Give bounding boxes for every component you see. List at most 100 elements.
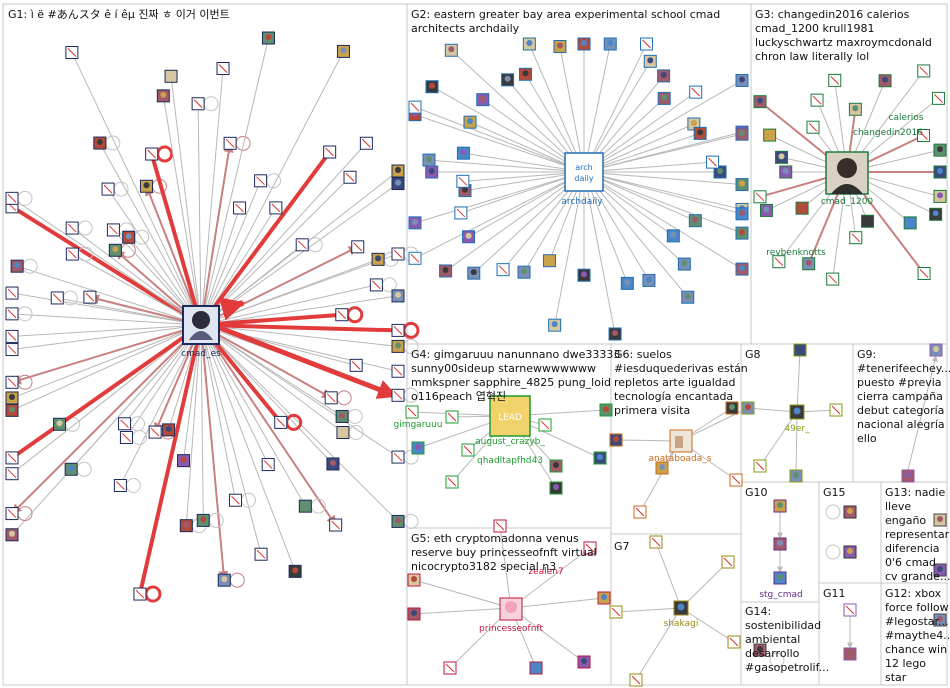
broken-image-node[interactable] (5, 329, 19, 343)
hub-cmad-es[interactable]: cmad_es (181, 305, 221, 359)
broken-image-node[interactable] (335, 308, 349, 322)
broken-image-node[interactable] (329, 518, 343, 532)
avatar-node[interactable] (476, 93, 490, 107)
avatar-node[interactable] (456, 146, 470, 160)
avatar-node[interactable] (439, 264, 453, 278)
broken-image-node[interactable] (649, 535, 663, 549)
avatar-node[interactable] (666, 229, 680, 243)
broken-image-node[interactable] (295, 238, 309, 252)
broken-image-node[interactable] (391, 364, 405, 378)
broken-image-node[interactable] (113, 478, 127, 492)
avatar-node[interactable] (64, 462, 78, 476)
avatar-node[interactable] (843, 545, 857, 559)
avatar-node[interactable] (795, 201, 809, 215)
avatar-node[interactable] (725, 401, 739, 415)
avatar-node[interactable] (655, 461, 669, 475)
broken-image-node[interactable] (323, 145, 337, 159)
broken-image-node[interactable] (5, 343, 19, 357)
avatar-node[interactable] (425, 165, 439, 179)
avatar-node[interactable] (529, 661, 543, 675)
broken-image-node[interactable] (729, 473, 743, 487)
avatar-node[interactable] (843, 647, 857, 661)
avatar-node[interactable] (411, 441, 425, 455)
broken-image-node[interactable] (145, 147, 159, 161)
avatar-node[interactable] (548, 318, 562, 332)
avatar-node[interactable] (139, 179, 153, 193)
avatar-node[interactable] (878, 74, 892, 88)
avatar-node[interactable] (773, 537, 787, 551)
avatar-node[interactable] (425, 80, 439, 94)
broken-image-node[interactable] (216, 62, 230, 76)
avatar-node[interactable] (933, 613, 947, 627)
broken-image-node[interactable] (254, 174, 268, 188)
avatar-node[interactable] (407, 573, 421, 587)
avatar-node[interactable] (336, 426, 350, 440)
broken-image-node[interactable] (493, 519, 507, 533)
avatar-node[interactable] (735, 178, 749, 192)
broken-image-node[interactable] (324, 391, 338, 405)
avatar-node[interactable] (577, 268, 591, 282)
avatar-node[interactable] (802, 257, 816, 271)
broken-image-node[interactable] (843, 603, 857, 617)
avatar-node[interactable] (933, 513, 947, 527)
broken-image-node[interactable] (408, 100, 422, 114)
hub-princesseofnft[interactable] (499, 597, 523, 621)
avatar-node[interactable] (391, 164, 405, 178)
broken-image-node[interactable] (454, 206, 468, 220)
avatar-node[interactable] (462, 230, 476, 244)
avatar-node[interactable] (5, 391, 19, 405)
avatar-node[interactable] (335, 409, 349, 423)
broken-image-node[interactable] (349, 358, 363, 372)
avatar-node[interactable] (620, 276, 634, 290)
broken-image-node[interactable] (826, 272, 840, 286)
avatar-node[interactable] (779, 165, 793, 179)
broken-image-node[interactable] (223, 136, 237, 150)
avatar-node[interactable] (643, 54, 657, 68)
broken-image-node[interactable] (496, 263, 510, 277)
broken-image-node[interactable] (191, 97, 205, 111)
broken-image-node[interactable] (917, 64, 931, 78)
avatar-node[interactable] (501, 73, 515, 87)
avatar-node[interactable] (549, 459, 563, 473)
avatar-node[interactable] (391, 177, 405, 191)
broken-image-node[interactable] (269, 201, 283, 215)
broken-image-node[interactable] (261, 458, 275, 472)
avatar-node[interactable] (156, 89, 170, 103)
broken-image-node[interactable] (359, 136, 373, 150)
hub-anataboada[interactable] (669, 429, 693, 453)
broken-image-node[interactable] (633, 505, 647, 519)
avatar-node[interactable] (735, 73, 749, 87)
broken-image-node[interactable] (5, 286, 19, 300)
avatar-node[interactable] (196, 513, 210, 527)
broken-image-node[interactable] (609, 605, 623, 619)
avatar-node[interactable] (122, 230, 136, 244)
avatar-node[interactable] (599, 403, 613, 417)
avatar-node[interactable] (759, 203, 773, 217)
broken-image-node[interactable] (5, 467, 19, 481)
avatar-node[interactable] (688, 214, 702, 228)
broken-image-node[interactable] (810, 93, 824, 107)
broken-image-node[interactable] (118, 417, 132, 431)
avatar-node[interactable] (391, 514, 405, 528)
broken-image-node[interactable] (917, 266, 931, 280)
avatar-node[interactable] (10, 259, 24, 273)
broken-image-node[interactable] (727, 635, 741, 649)
avatar-node[interactable] (753, 95, 767, 109)
broken-image-node[interactable] (343, 170, 357, 184)
broken-image-node[interactable] (445, 410, 459, 424)
avatar-node[interactable] (843, 505, 857, 519)
avatar-node[interactable] (861, 214, 875, 228)
broken-image-node[interactable] (689, 85, 703, 99)
broken-image-node[interactable] (5, 451, 19, 465)
broken-image-node[interactable] (753, 190, 767, 204)
broken-image-node[interactable] (445, 475, 459, 489)
broken-image-node[interactable] (391, 247, 405, 261)
broken-image-node[interactable] (753, 459, 767, 473)
avatar-node[interactable] (5, 403, 19, 417)
broken-image-node[interactable] (391, 323, 405, 337)
broken-image-node[interactable] (233, 201, 247, 215)
avatar-node[interactable] (444, 43, 458, 57)
avatar-node[interactable] (789, 469, 803, 483)
avatar-node[interactable] (609, 433, 623, 447)
avatar-node[interactable] (933, 165, 947, 179)
